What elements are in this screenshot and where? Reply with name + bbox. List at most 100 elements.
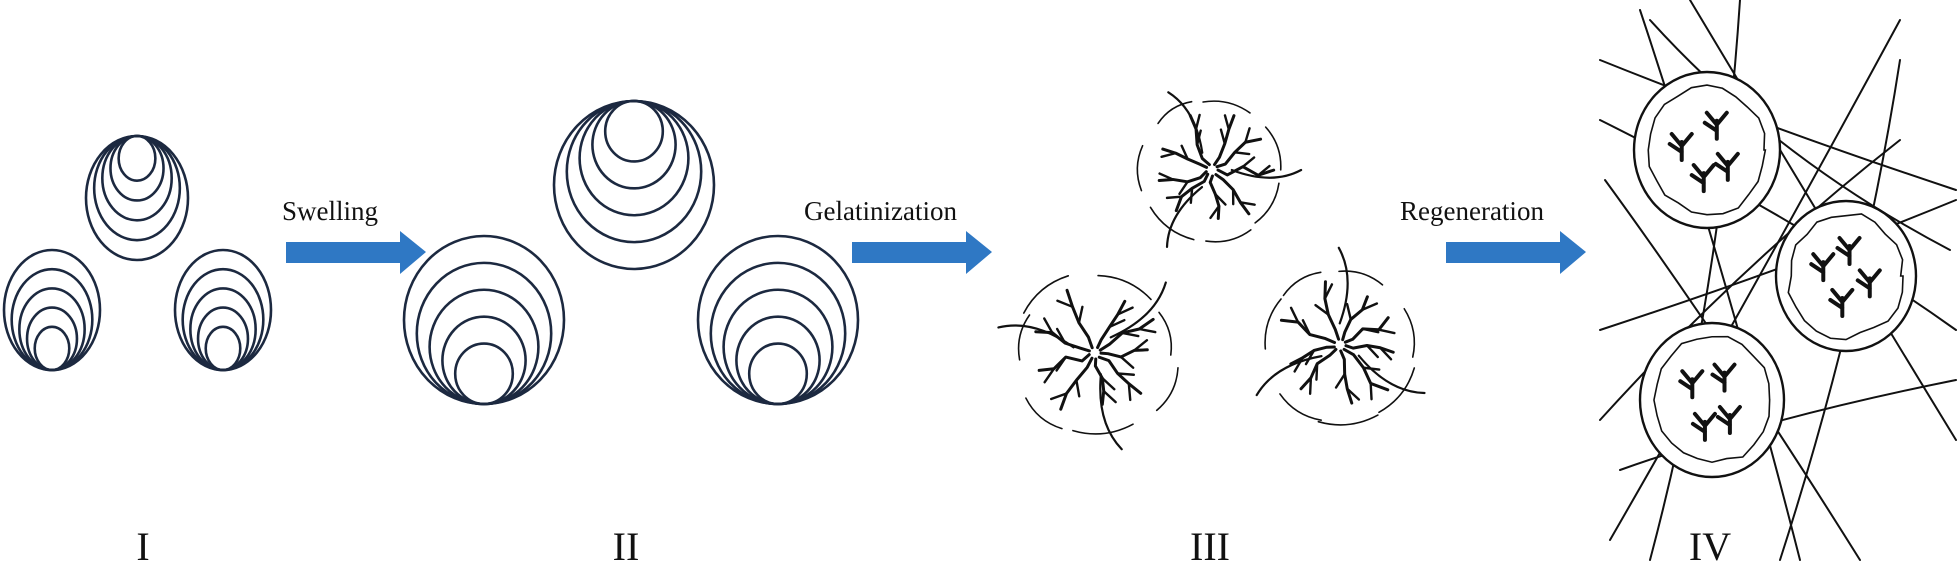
amylopectin-chain	[1037, 353, 1091, 372]
granule-fragment	[1338, 270, 1384, 286]
stage-label-3: III	[1190, 524, 1230, 569]
amylopectin-chain	[1341, 295, 1369, 342]
recrystallized-branch	[1809, 252, 1836, 283]
growth-ring	[453, 342, 515, 406]
amylopectin-branch	[1289, 306, 1300, 324]
amylopectin-chain	[1098, 317, 1155, 352]
amylopectin-branch	[1119, 355, 1135, 369]
recrystallized-branch	[1689, 163, 1716, 194]
gelatinized-granule-right	[1255, 246, 1426, 426]
growth-ring	[709, 261, 847, 406]
granule-fragment	[1264, 126, 1282, 171]
amylopectin-branch	[1116, 306, 1134, 316]
amylopectin-chain	[1343, 316, 1390, 344]
amylopectin-chain	[1161, 147, 1209, 169]
growth-ring	[428, 288, 540, 406]
granule-fragment	[1155, 366, 1179, 412]
leached-amylose-strand	[997, 324, 1075, 349]
amylopectin-branch	[1377, 328, 1396, 335]
granule-fragment	[1025, 397, 1063, 430]
amylopectin-chain	[1093, 357, 1106, 406]
granule-fragment	[1279, 393, 1322, 421]
recrystallized-branch	[1713, 151, 1740, 182]
amylopectin-branch	[1239, 201, 1256, 206]
granule-outline	[696, 234, 860, 406]
growth-ring	[722, 288, 834, 406]
amylopectin-branch	[1043, 317, 1054, 334]
amylopectin-branch	[1138, 327, 1157, 334]
amylopectin-chain	[1208, 174, 1221, 220]
amylose-network-fiber	[1639, 9, 1801, 561]
amylopectin-branch	[1334, 373, 1346, 389]
granule-fragment	[1282, 271, 1322, 297]
stage-label-2: II	[613, 524, 640, 569]
amylopectin-branch	[1365, 344, 1380, 359]
amylopectin-branch	[1075, 379, 1081, 398]
amylopectin-branch	[1043, 367, 1056, 384]
stage-1-native-granules	[2, 134, 273, 372]
retrograded-granule-top	[1632, 70, 1782, 230]
leached-amylose-strand	[1357, 354, 1426, 395]
swollen-granule-right	[696, 234, 860, 406]
leached-amylose-strand	[1165, 185, 1204, 249]
amylopectin-chain	[1157, 170, 1208, 184]
granule-fragment	[1017, 314, 1031, 361]
amylopectin-branch	[1102, 389, 1117, 404]
granule-outline	[1638, 321, 1786, 479]
amylopectin-chain	[1059, 356, 1094, 411]
amylopectin-branch	[1178, 180, 1189, 196]
growth-ring	[735, 315, 821, 406]
granule-fragment	[1072, 423, 1134, 435]
retrograded-granule-middle	[1774, 199, 1918, 353]
recrystallized-branch	[1715, 404, 1742, 435]
amylose-network-fiber	[1609, 19, 1901, 541]
amylopectin-chain	[1339, 349, 1354, 405]
recrystallized-branch	[1855, 268, 1882, 299]
growth-ring	[25, 306, 79, 372]
stage-label-1: I	[136, 524, 149, 569]
granule-fragment	[1157, 100, 1193, 125]
amylopectin-branch	[1056, 299, 1074, 309]
growth-ring	[578, 99, 690, 217]
growth-ring	[603, 99, 665, 163]
amylose-network-fiber	[1649, 19, 1951, 251]
amylopectin-branch	[1244, 127, 1251, 144]
regeneration-arrow	[1446, 231, 1586, 274]
granule-outline	[1774, 199, 1918, 353]
growth-ring	[204, 325, 242, 372]
amylopectin-chain	[1323, 280, 1341, 341]
amylopectin-branch	[1361, 302, 1379, 311]
swelling-label: Swelling	[282, 196, 378, 226]
leached-amylose-strand	[1099, 373, 1123, 451]
recrystallized-branch	[1828, 287, 1855, 318]
amylopectin-branch	[1049, 392, 1068, 401]
amylopectin-branch	[1165, 195, 1183, 200]
amylopectin-branch	[1241, 156, 1256, 168]
amylopectin-branch	[1180, 144, 1189, 161]
amylopectin-chain	[1065, 288, 1094, 350]
growth-ring	[92, 134, 182, 242]
recrystallized-branch	[1678, 369, 1705, 400]
stage-label-4: IV	[1689, 524, 1731, 569]
recrystallized-branch	[1702, 110, 1729, 141]
granule-fragment	[1202, 100, 1251, 114]
granule-fragment	[1205, 229, 1252, 243]
gelatinization-label: Gelatinization	[804, 196, 957, 226]
granule-fragment	[1264, 298, 1282, 350]
amylose-network-fiber	[1599, 139, 1901, 421]
regeneration-label: Regeneration	[1400, 196, 1544, 226]
amylopectin-chain	[1279, 318, 1337, 345]
amylopectin-branch	[1101, 376, 1116, 391]
leached-amylose-strand	[1337, 246, 1349, 325]
growth-ring	[591, 99, 677, 190]
amylopectin-chain	[1344, 343, 1395, 354]
leached-amylose-strand	[1109, 281, 1167, 339]
amylopectin-branch	[1369, 382, 1373, 401]
leached-amylose-strand	[1230, 168, 1303, 179]
granule-fragment	[1097, 274, 1152, 301]
swollen-granule-left	[402, 234, 566, 406]
inner-membrane	[1647, 84, 1767, 216]
granule-fragment	[1317, 414, 1379, 426]
growth-ring	[109, 134, 165, 202]
